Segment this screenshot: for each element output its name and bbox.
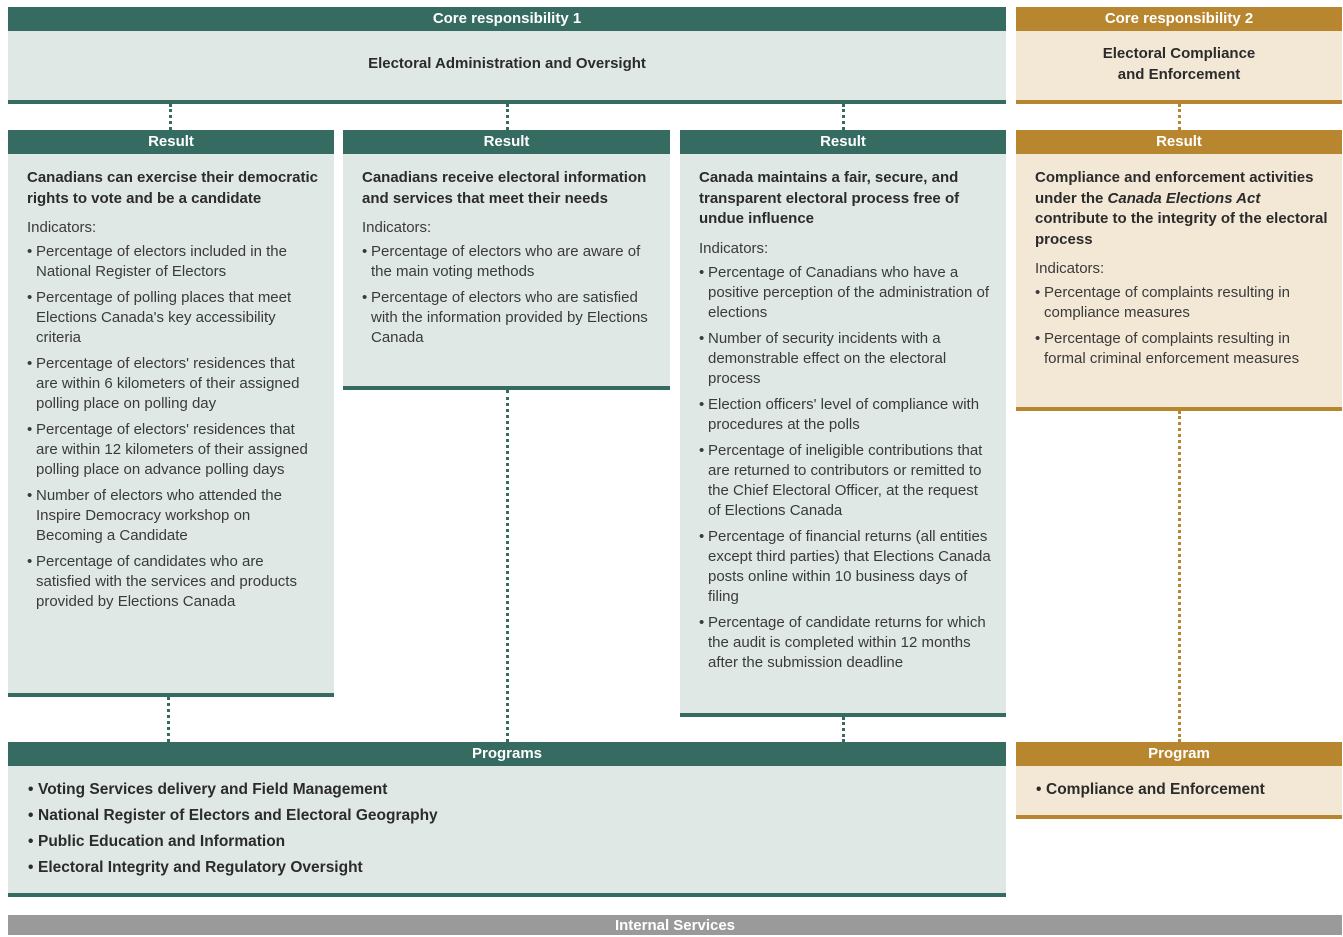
- core-responsibility-2-title-line2: and Enforcement: [1117, 66, 1241, 83]
- program-panel: Compliance and Enforcement: [1016, 766, 1342, 819]
- connector-line: [169, 104, 172, 130]
- programs-header: Programs: [8, 742, 1006, 766]
- program-list: Compliance and Enforcement: [1036, 777, 1265, 803]
- result-1-panel: Canadians can exercise their democratic …: [8, 154, 334, 697]
- result-1-title: Canadians can exercise their democratic …: [27, 169, 318, 207]
- program-item: Public Education and Information: [28, 829, 438, 855]
- connector-line: [506, 104, 509, 130]
- internal-services-bar: Internal Services: [8, 915, 1342, 935]
- result-3-header: Result: [680, 130, 1006, 154]
- result-3-panel: Canada maintains a fair, secure, and tra…: [680, 154, 1006, 717]
- indicator-item: Number of electors who attended the Insp…: [27, 486, 320, 546]
- programs-list: Voting Services delivery and Field Manag…: [28, 777, 438, 881]
- connector-line: [1178, 104, 1181, 130]
- result-1-header: Result: [8, 130, 334, 154]
- indicator-item: Percentage of complaints resulting in co…: [1035, 283, 1328, 323]
- connector-line: [842, 104, 845, 130]
- result-4-header: Result: [1016, 130, 1342, 154]
- connector-line: [167, 697, 170, 742]
- indicator-item: Percentage of ineligible contributions t…: [699, 441, 992, 521]
- connector-line: [1178, 411, 1181, 742]
- result-1-indicators-label: Indicators:: [27, 219, 97, 236]
- core-responsibility-2-title: Electoral Compliance and Enforcement: [1016, 43, 1342, 85]
- result-4-title-part2: contribute to the integrity of the elect…: [1035, 210, 1328, 248]
- program-item: Compliance and Enforcement: [1036, 777, 1265, 803]
- core-responsibility-2-panel: Electoral Compliance and Enforcement: [1016, 31, 1342, 104]
- indicator-item: Percentage of financial returns (all ent…: [699, 527, 992, 607]
- result-4-indicators-label: Indicators:: [1035, 260, 1105, 277]
- connector-line: [506, 390, 509, 742]
- indicator-item: Percentage of electors who are aware of …: [362, 242, 656, 282]
- result-3-indicators-list: Percentage of Canadians who have a posit…: [699, 263, 992, 673]
- indicator-item: Percentage of electors included in the N…: [27, 242, 320, 282]
- result-4-panel: Compliance and enforcement activities un…: [1016, 154, 1342, 411]
- result-4-title-part1: Compliance and enforcement activities un…: [1035, 169, 1314, 207]
- core-responsibility-1-header: Core responsibility 1: [8, 7, 1006, 31]
- result-2-indicators-label: Indicators:: [362, 219, 432, 236]
- indicator-item: Percentage of complaints resulting in fo…: [1035, 329, 1328, 369]
- indicator-item: Percentage of electors' residences that …: [27, 354, 320, 414]
- program-item: Electoral Integrity and Regulatory Overs…: [28, 855, 438, 881]
- result-3-title: Canada maintains a fair, secure, and tra…: [699, 169, 960, 227]
- result-4-title: Compliance and enforcement activities un…: [1035, 168, 1328, 250]
- indicator-item: Number of security incidents with a demo…: [699, 329, 992, 389]
- program-header: Program: [1016, 742, 1342, 766]
- indicator-item: Election officers' level of compliance w…: [699, 395, 992, 435]
- result-2-header: Result: [343, 130, 670, 154]
- result-4-indicators-list: Percentage of complaints resulting in co…: [1035, 283, 1328, 369]
- result-1-indicators-list: Percentage of electors included in the N…: [27, 242, 320, 612]
- core-responsibility-1-panel: Electoral Administration and Oversight: [8, 31, 1006, 104]
- indicator-item: Percentage of Canadians who have a posit…: [699, 263, 992, 323]
- indicator-item: Percentage of candidate returns for whic…: [699, 613, 992, 673]
- result-2-panel: Canadians receive electoral information …: [343, 154, 670, 390]
- program-item: Voting Services delivery and Field Manag…: [28, 777, 438, 803]
- indicator-item: Percentage of electors' residences that …: [27, 420, 320, 480]
- indicator-item: Percentage of polling places that meet E…: [27, 288, 320, 348]
- programs-panel: Voting Services delivery and Field Manag…: [8, 766, 1006, 897]
- indicator-item: Percentage of electors who are satisfied…: [362, 288, 656, 348]
- connector-line: [842, 717, 845, 742]
- core-responsibility-2-header: Core responsibility 2: [1016, 7, 1342, 31]
- result-2-title: Canadians receive electoral information …: [362, 169, 647, 207]
- core-responsibility-2-title-line1: Electoral Compliance: [1102, 45, 1256, 62]
- result-2-indicators-list: Percentage of electors who are aware of …: [362, 242, 656, 348]
- program-item: National Register of Electors and Electo…: [28, 803, 438, 829]
- result-4-title-italic: Canada Elections Act: [1107, 189, 1261, 207]
- result-3-indicators-label: Indicators:: [699, 239, 769, 257]
- indicator-item: Percentage of candidates who are satisfi…: [27, 552, 320, 612]
- core-responsibility-1-title: Electoral Administration and Oversight: [368, 55, 646, 72]
